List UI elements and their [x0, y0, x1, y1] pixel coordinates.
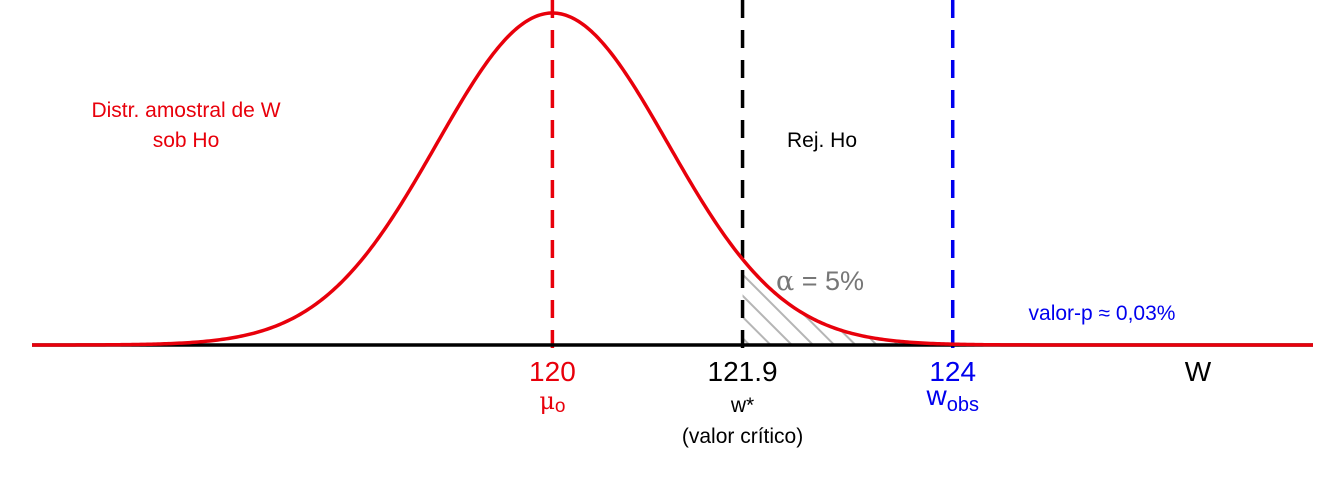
- w-glyph: w: [925, 380, 947, 411]
- rejection-tail-area: [742, 259, 1313, 345]
- critical-tick-label: 121.9: [708, 356, 778, 387]
- axis-variable-label: W: [1185, 356, 1212, 387]
- distribution-label-line1: Distr. amostral de W: [91, 99, 280, 122]
- rejection-region-label: Rej. Ho: [787, 129, 857, 152]
- alpha-symbol: α: [776, 266, 794, 297]
- p-value-label: valor-p ≈ 0,03%: [1029, 302, 1176, 325]
- alpha-label: α = 5%: [776, 266, 864, 297]
- alpha-value: = 5%: [794, 266, 864, 296]
- observed-tick-label: 124: [929, 356, 976, 387]
- sampling-distribution-curve: [32, 11, 1313, 347]
- observed-symbol: wobs: [925, 380, 978, 416]
- mean-symbol: μo: [539, 387, 565, 417]
- critical-symbol: w*: [730, 394, 754, 417]
- distribution-label-line2: sob Ho: [153, 129, 220, 152]
- mu-glyph: μ: [539, 387, 555, 415]
- obs-subscript: obs: [947, 394, 979, 416]
- critical-value-note: (valor crítico): [682, 425, 803, 448]
- mean-tick-label: 120: [529, 356, 576, 387]
- mu-subscript: o: [555, 396, 566, 417]
